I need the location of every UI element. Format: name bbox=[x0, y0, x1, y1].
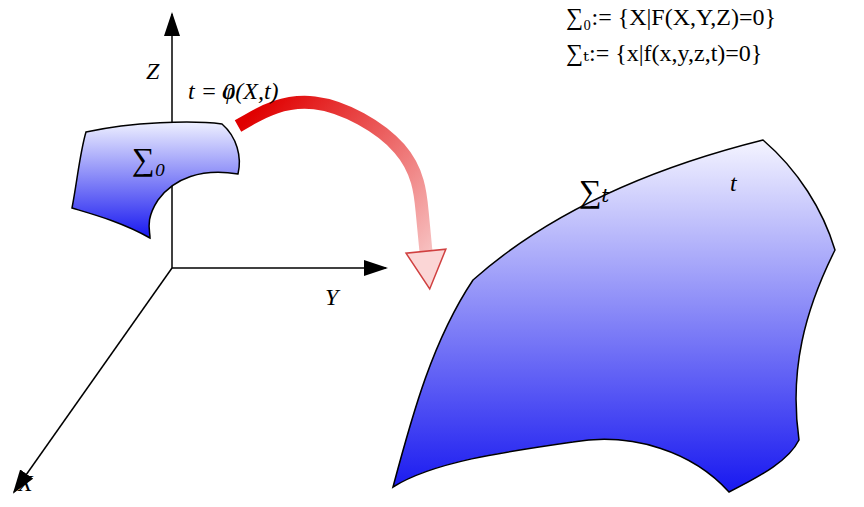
set-definition: ∑₀:= {X|F(X,Y,Z)=0} bbox=[566, 4, 776, 30]
y-axis bbox=[172, 267, 386, 269]
surface-shape bbox=[72, 122, 244, 240]
surface-outline bbox=[393, 140, 835, 492]
surface-outline bbox=[72, 122, 239, 238]
surface: ∑₀ bbox=[72, 122, 244, 240]
axis-label: X bbox=[18, 470, 33, 496]
time-label: t bbox=[730, 170, 737, 196]
surface: ∑ₜ bbox=[393, 140, 840, 495]
mapping-arrow bbox=[238, 102, 427, 257]
axis-label: Y bbox=[325, 284, 338, 310]
set-definition: ∑ₜ:= {x|f(x,y,z,t)=0} bbox=[566, 40, 762, 66]
mapping-label: φ(X,t) bbox=[222, 78, 279, 104]
surface-name: ∑₀ bbox=[132, 142, 166, 177]
x-axis bbox=[14, 268, 172, 492]
surface-name: ∑ₜ bbox=[579, 174, 610, 209]
surface-shape bbox=[393, 140, 840, 495]
axis-label: Z bbox=[146, 58, 159, 84]
